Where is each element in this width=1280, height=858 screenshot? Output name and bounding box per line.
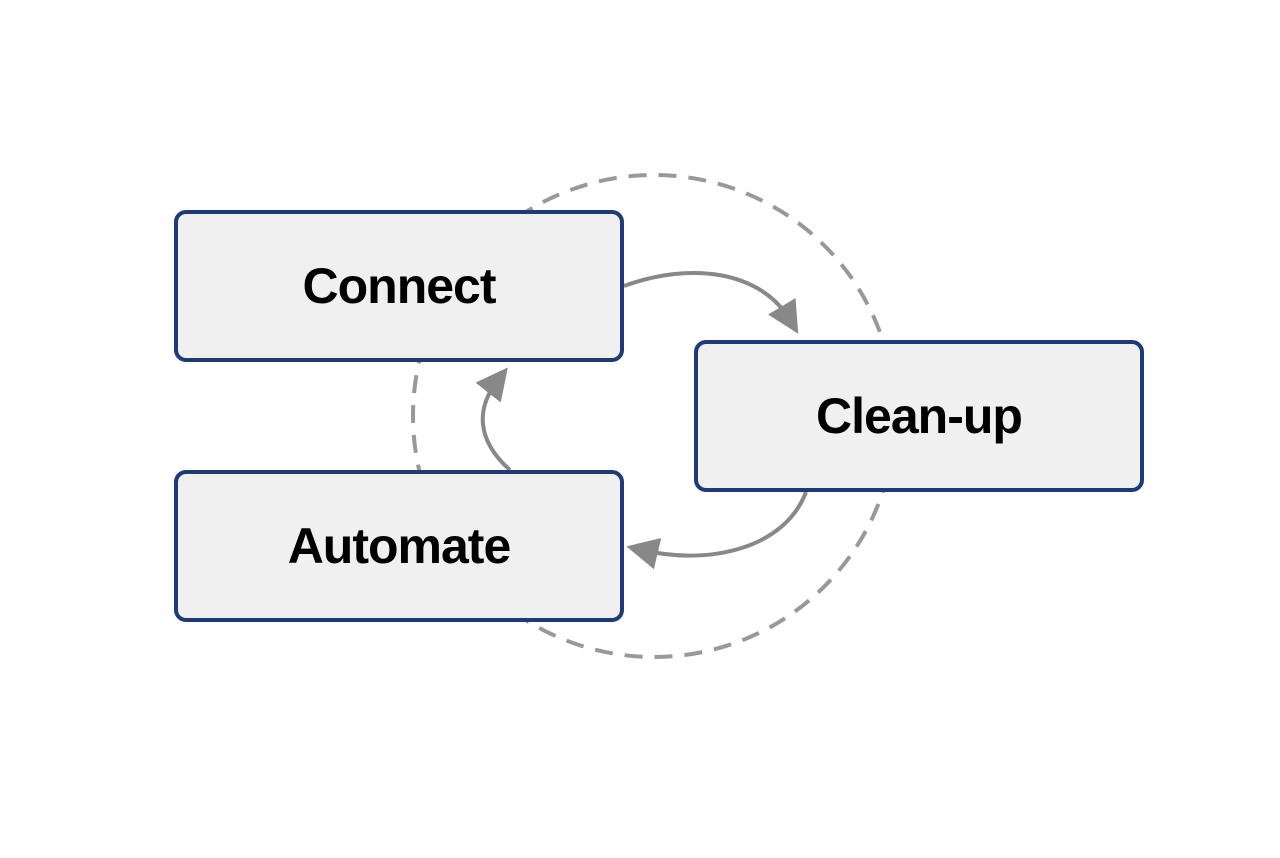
node-cleanup-label: Clean-up	[816, 388, 1023, 444]
arrow-automate-to-connect	[475, 367, 512, 472]
node-connect: Connect	[174, 210, 624, 362]
node-automate-label: Automate	[287, 518, 512, 574]
node-automate: Automate	[174, 470, 624, 622]
node-connect-label: Connect	[302, 258, 497, 314]
node-cleanup: Clean-up	[694, 340, 1144, 492]
arrow-cleanup-to-automate	[626, 491, 808, 570]
arrow-connect-to-cleanup	[623, 271, 799, 334]
